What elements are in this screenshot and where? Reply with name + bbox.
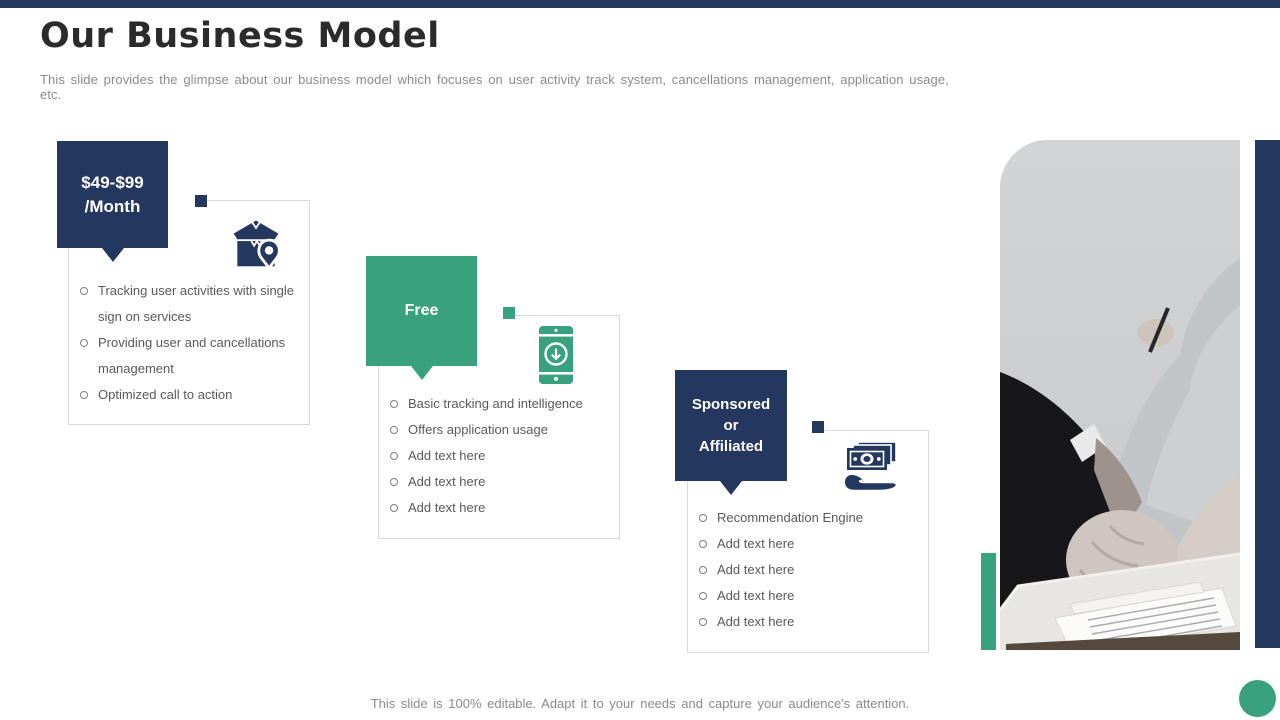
paid-plan-price-bubble: $49-$99 /Month	[57, 141, 168, 262]
list-item: Add text here	[699, 583, 921, 609]
price-line-1: $49-$99	[81, 172, 144, 192]
connector-square	[195, 195, 207, 207]
bullet-icon	[699, 540, 707, 548]
handshake-photo	[1000, 140, 1240, 650]
list-item: Add text here	[699, 609, 921, 635]
slide-subtitle: This slide provides the glimpse about ou…	[40, 72, 949, 102]
list-item: Optimized call to action	[80, 382, 298, 408]
list-item: Add text here	[699, 557, 921, 583]
list-item: Offers application usage	[390, 417, 612, 443]
editable-note: This slide is 100% editable. Adapt it to…	[370, 696, 910, 711]
bullet-icon	[390, 400, 398, 408]
bullet-icon	[699, 566, 707, 574]
paid-plan-list: Tracking user activities with single sig…	[80, 278, 298, 408]
bullet-icon	[80, 339, 88, 347]
bullet-icon	[80, 287, 88, 295]
list-item: Add text here	[390, 443, 612, 469]
bubble-tail	[410, 366, 433, 380]
green-accent-bar	[981, 553, 996, 650]
bubble-tail	[720, 481, 742, 495]
sponsored-plan-list: Recommendation Engine Add text here Add …	[699, 505, 921, 635]
money-hand-icon	[842, 440, 898, 492]
bullet-icon	[390, 478, 398, 486]
bubble-tail	[101, 248, 124, 262]
list-item: Providing user and cancellations managem…	[80, 330, 298, 382]
page-title: Our Business Model	[40, 16, 440, 56]
bullet-icon	[699, 592, 707, 600]
mobile-download-icon	[536, 325, 576, 385]
bullet-icon	[699, 514, 707, 522]
bullet-icon	[390, 452, 398, 460]
bullet-icon	[390, 504, 398, 512]
bullet-icon	[699, 618, 707, 626]
sponsored-line-3: Affiliated	[698, 438, 764, 455]
list-item: Add text here	[390, 469, 612, 495]
sponsored-line-2: or	[723, 417, 739, 434]
package-location-icon	[228, 214, 284, 271]
right-accent-bar	[1255, 140, 1280, 648]
sponsored-plan-bubble: Sponsored or Affiliated	[675, 370, 787, 495]
connector-square	[503, 307, 515, 319]
list-item: Add text here	[699, 531, 921, 557]
list-item: Basic tracking and intelligence	[390, 391, 612, 417]
free-plan-list: Basic tracking and intelligence Offers a…	[390, 391, 612, 521]
sponsored-line-1: Sponsored	[691, 396, 771, 413]
list-item: Recommendation Engine	[699, 505, 921, 531]
price-line-2: /Month	[84, 196, 141, 216]
free-plan-box	[378, 315, 620, 539]
list-item: Add text here	[390, 495, 612, 521]
green-accent-circle	[1239, 680, 1276, 717]
free-label: Free	[404, 302, 439, 319]
list-item: Tracking user activities with single sig…	[80, 278, 298, 330]
free-plan-bubble: Free	[366, 256, 477, 380]
bullet-icon	[390, 426, 398, 434]
connector-square	[812, 421, 824, 433]
top-accent-bar	[0, 0, 1280, 8]
bullet-icon	[80, 391, 88, 399]
